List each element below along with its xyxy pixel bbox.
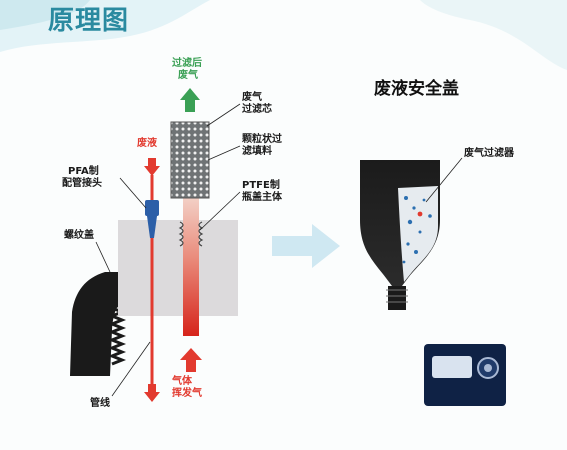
down-arrow-red-icon-bottom xyxy=(144,384,160,402)
up-arrow-red-icon xyxy=(180,348,202,372)
pfa-connector xyxy=(145,200,159,216)
gas-channel xyxy=(183,196,199,336)
label-gas-evap-1: 气体 xyxy=(172,376,192,387)
filter-core xyxy=(170,121,210,199)
leader-lines xyxy=(95,103,241,397)
header-wash-accent xyxy=(0,0,90,30)
label-ptfe-1: PTFE制 xyxy=(242,180,280,191)
pfa-connector-tip xyxy=(147,216,157,238)
header-wash-right xyxy=(420,0,567,70)
label-granular-1: 颗粒状过 xyxy=(242,134,282,145)
exhaust-filter-leader xyxy=(425,157,463,203)
exhaust-filter-window xyxy=(398,186,438,282)
cap-body xyxy=(118,220,238,316)
label-waste-liquid: 废液 xyxy=(137,138,157,149)
flow-arrow-icon xyxy=(272,224,340,268)
label-pfa-1: PFA制 xyxy=(68,166,99,177)
channel-threads xyxy=(178,221,204,247)
label-filtered-gas-1: 过滤后 xyxy=(172,58,202,69)
label-filter-core-2: 过滤芯 xyxy=(242,104,272,115)
up-arrow-green-icon xyxy=(180,88,200,112)
label-tube: 管线 xyxy=(90,398,110,409)
filter-dots xyxy=(402,196,432,264)
label-exhaust-filter: 废气过滤器 xyxy=(464,148,514,159)
filter-red-dot xyxy=(417,211,423,217)
label-screw-cap: 螺纹盖 xyxy=(64,230,94,241)
down-arrow-red-icon xyxy=(144,158,160,176)
label-pfa-2: 配管接头 xyxy=(62,178,102,189)
label-gas-evap-2: 挥发气 xyxy=(172,388,202,399)
product-photo-label xyxy=(432,356,472,378)
product-photo-knob-center xyxy=(484,364,492,372)
screw-cap-shape xyxy=(70,272,130,376)
stem-threads xyxy=(386,289,408,303)
right-title: 废液安全盖 xyxy=(374,79,459,99)
page-title: 原理图 xyxy=(48,6,130,36)
label-ptfe-2: 瓶盖主体 xyxy=(242,192,282,203)
label-filter-core-1: 废气 xyxy=(242,92,262,103)
exhaust-filter-stem xyxy=(388,286,406,310)
label-granular-2: 滤填料 xyxy=(242,146,272,157)
label-filtered-gas-2: 废气 xyxy=(178,70,198,81)
